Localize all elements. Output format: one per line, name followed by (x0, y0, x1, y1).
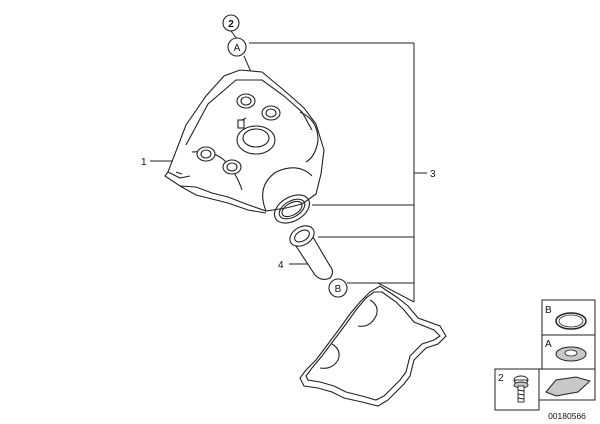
callout-a: A (227, 37, 247, 57)
gasket (299, 285, 447, 407)
valve-cover (164, 69, 325, 214)
legend-panel-a: A (541, 334, 596, 370)
legend-2-label: 2 (498, 373, 504, 384)
drawing-number: 00180566 (548, 411, 586, 421)
callout-1-label: 1 (141, 157, 147, 168)
bolt-boss-3 (196, 146, 216, 162)
callout-b: B (328, 278, 348, 298)
legend-a-label: A (545, 339, 552, 350)
callout-a-label: A (234, 43, 241, 54)
callout-4-label: 4 (278, 260, 284, 271)
legend-b-label: B (545, 305, 552, 316)
callout-3-label: 3 (430, 169, 436, 180)
filler-neck (236, 117, 276, 155)
sealing-ring (273, 194, 311, 224)
bolt-boss-2 (261, 105, 281, 121)
callout-2-label: 2 (228, 19, 234, 30)
sleeve (289, 225, 334, 281)
legend-panel-arrow (538, 368, 596, 401)
legend-panel-2: 2 (494, 368, 540, 411)
bolt-icon (513, 375, 529, 403)
bolt-boss-4 (222, 159, 242, 175)
legend-panel-b: B (541, 299, 596, 336)
arrow-shape-icon (545, 376, 591, 397)
callout-2: 2 (222, 14, 240, 32)
bolt-boss-1 (236, 93, 256, 109)
callout-b-label: B (335, 284, 342, 295)
